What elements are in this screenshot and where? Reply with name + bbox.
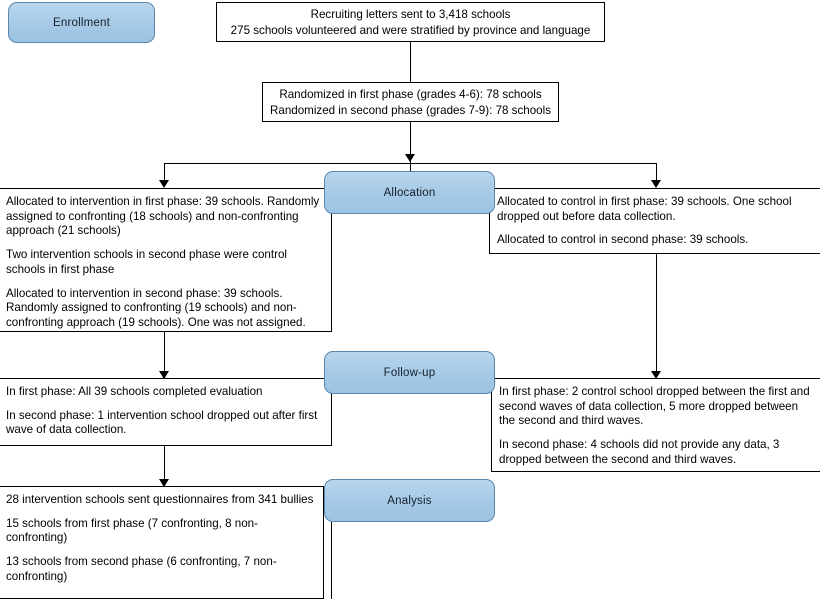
arrowhead-to-control-followup — [651, 371, 661, 379]
analysis-intervention-p3: 13 schools from second phase (6 confront… — [6, 555, 277, 583]
connector-intervention-allocation-to-followup — [164, 332, 165, 378]
followup-control-p1: In first phase: 2 control school dropped… — [499, 385, 810, 428]
allocation-intervention-box: Allocated to intervention in first phase… — [0, 188, 332, 332]
allocation-control-p2: Allocated to control in second phase: 39… — [497, 233, 749, 247]
analysis-intervention-box: 28 intervention schools sent questionnai… — [0, 486, 324, 599]
connector-split-to-intervention — [164, 163, 165, 181]
arrowhead-to-allocation — [405, 154, 415, 162]
connector-randomization-to-allocation — [410, 163, 411, 171]
randomization-box: Randomized in first phase (grades 4-6): … — [262, 82, 559, 122]
enrollment-line-1: Recruiting letters sent to 3,418 schools — [310, 8, 511, 21]
followup-control-box: In first phase: 2 control school dropped… — [491, 378, 820, 472]
allocation-split-bar — [164, 163, 657, 164]
allocation-intervention-p2: Two intervention schools in second phase… — [6, 248, 287, 276]
randomization-line-2: Randomized in second phase (grades 7-9):… — [270, 103, 551, 117]
connector-enrollment-to-randomization — [410, 42, 411, 82]
allocation-control-box: Allocated to control in first phase: 39 … — [489, 188, 820, 254]
stage-followup: Follow-up — [324, 351, 495, 394]
enrollment-line-2: 275 schools volunteered and were stratif… — [230, 23, 591, 37]
connector-analysis-outgoing — [331, 522, 332, 599]
connector-split-to-control — [656, 163, 657, 181]
stage-allocation-label: Allocation — [383, 186, 436, 199]
followup-intervention-p1: In first phase: All 39 schools completed… — [6, 385, 263, 398]
stage-analysis-label: Analysis — [387, 494, 432, 507]
randomization-line-1: Randomized in first phase (grades 4-6): … — [279, 88, 542, 101]
followup-intervention-p2: In second phase: 1 intervention school d… — [6, 408, 318, 437]
enrollment-info-box: Recruiting letters sent to 3,418 schools… — [216, 2, 605, 42]
stage-followup-label: Follow-up — [383, 366, 436, 379]
analysis-intervention-p2: 15 schools from first phase (7 confronti… — [6, 516, 258, 545]
arrowhead-to-analysis — [159, 479, 169, 487]
stage-enrollment: Enrollment — [8, 2, 155, 43]
allocation-intervention-p1: Allocated to intervention in first phase… — [6, 195, 320, 238]
stage-allocation: Allocation — [324, 171, 495, 214]
stage-analysis: Analysis — [324, 479, 495, 522]
followup-intervention-box: In first phase: All 39 schools completed… — [0, 378, 332, 446]
connector-randomization-stem — [410, 122, 411, 163]
allocation-intervention-p3: Allocated to intervention in second phas… — [6, 286, 306, 330]
stage-enrollment-label: Enrollment — [53, 16, 110, 29]
followup-control-p2: In second phase: 4 schools did not provi… — [499, 438, 780, 466]
arrowhead-to-intervention-allocation — [159, 180, 169, 188]
arrowhead-to-control-allocation — [651, 180, 661, 188]
allocation-control-p1: Allocated to control in first phase: 39 … — [497, 195, 792, 223]
analysis-intervention-p1: 28 intervention schools sent questionnai… — [6, 493, 314, 506]
connector-control-allocation-to-followup — [656, 254, 657, 378]
arrowhead-to-intervention-followup — [159, 371, 169, 379]
connector-followup-to-analysis — [164, 446, 165, 486]
